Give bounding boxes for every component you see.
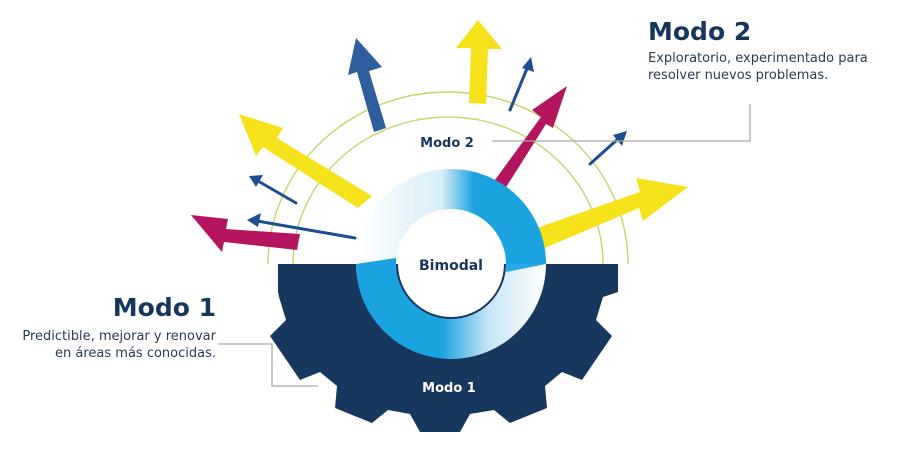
modo2-leader-line — [492, 104, 751, 142]
modo1-title: Modo 1 — [112, 293, 216, 322]
thin-arrow-left-upper — [256, 179, 298, 205]
thin-arrow-right — [588, 136, 621, 166]
arrow-magenta-left — [191, 215, 300, 252]
modo2-title: Modo 2 — [648, 17, 752, 46]
thin-arrow-left-lower — [255, 219, 357, 240]
arrows-group — [191, 20, 688, 252]
modo1-leader-line — [218, 343, 318, 387]
modo1-callout: Modo 1 Predictible, mejorar y renovar en… — [10, 294, 216, 362]
arrow-yellow-left — [239, 114, 372, 208]
arrow-magenta-upright — [492, 86, 567, 192]
bimodal-ring — [356, 169, 546, 359]
inner-arc — [292, 116, 604, 265]
lower-mode-label: Modo 1 — [422, 381, 476, 396]
thin-arrow-top — [508, 64, 530, 112]
upper-mode-label: Modo 2 — [420, 136, 474, 151]
modo2-description: Exploratorio, experimentado para resolve… — [648, 51, 868, 83]
outer-arc — [267, 91, 629, 265]
center-label: Bimodal — [419, 258, 483, 274]
arrow-yellow-up — [456, 20, 502, 104]
modo1-description: Predictible, mejorar y renovar en áreas … — [22, 329, 216, 361]
arrow-yellow-right — [534, 178, 688, 250]
arrow-steelblue-up — [348, 38, 386, 132]
modo2-callout: Modo 2 Exploratorio, experimentado para … — [648, 18, 893, 84]
